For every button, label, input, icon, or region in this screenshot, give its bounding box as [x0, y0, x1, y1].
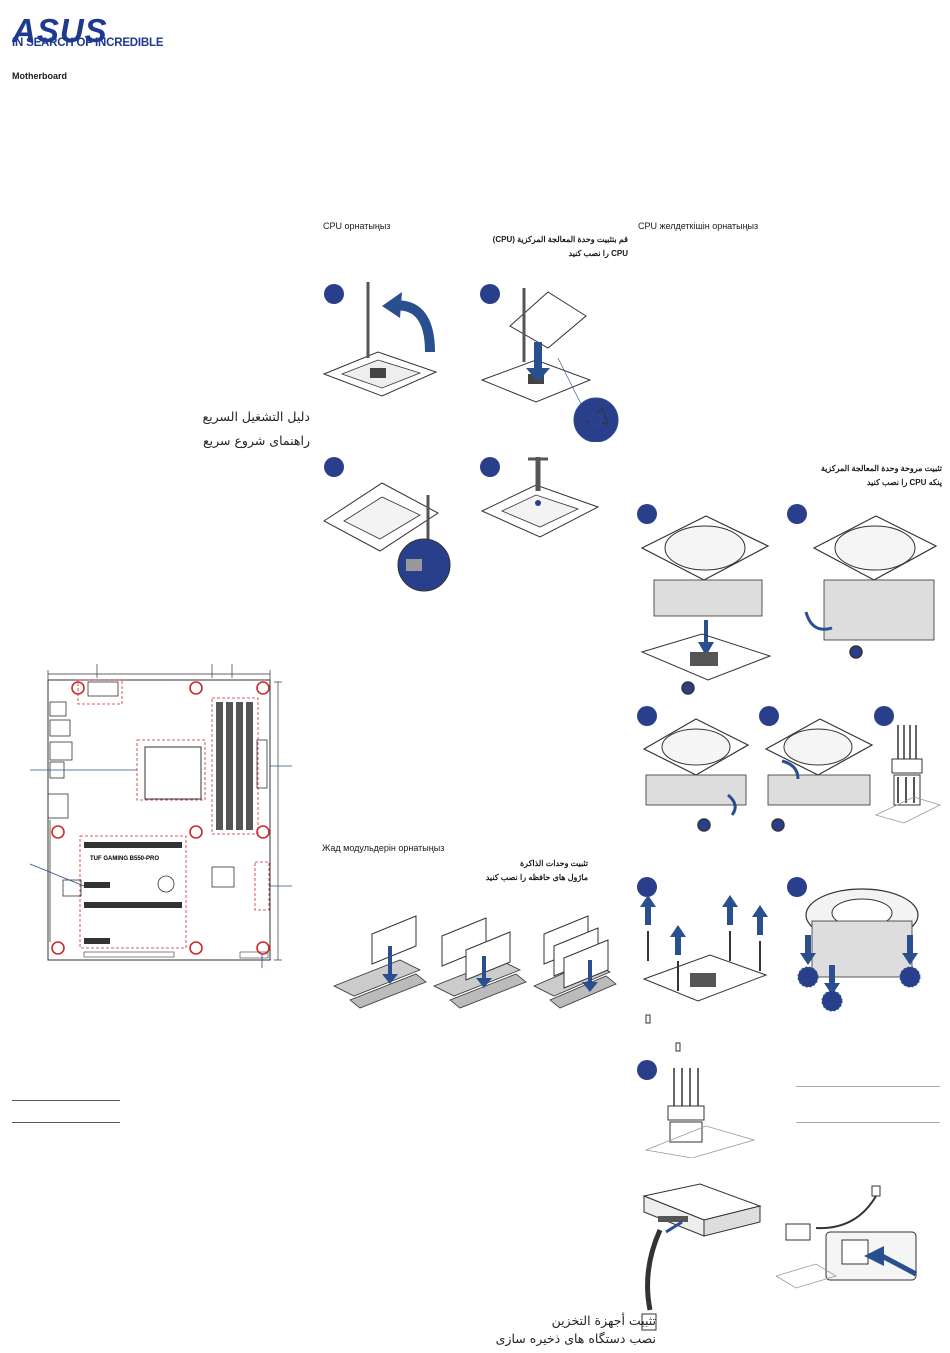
- cpu-step-4-illustration: [480, 457, 600, 538]
- quick-guide-arabic: دليل التشغيل السريع: [202, 409, 311, 424]
- asus-logo: ASUS: [12, 12, 108, 49]
- cooler-title-kazakh: CPU желдеткішін орнатыңыз: [638, 221, 759, 231]
- cooler-alt-step-1-illustration: [637, 877, 768, 1052]
- cooler-note-rule-1: [796, 1086, 940, 1087]
- cooler-title-persian: پنکه CPU را نصب کنید: [866, 478, 942, 487]
- cpu-step-1-illustration: [322, 282, 438, 397]
- memory-install-3-illustration: [533, 915, 617, 1009]
- cpu-step-2-illustration: [480, 284, 619, 442]
- cooler-alt-step-3-illustration: [637, 1060, 756, 1158]
- cpu-title-persian: CPU را نصب کنید: [568, 249, 629, 258]
- storage-drive-illustration: [641, 1183, 762, 1331]
- note-rule-2: [12, 1122, 120, 1123]
- memory-install-2-illustration: [433, 917, 527, 1009]
- memory-title-arabic: تثبيت وحدات الذاكرة: [519, 859, 588, 868]
- memory-title-kazakh: Жад модульдерін орнатыңыз: [322, 843, 445, 853]
- cpu-step-3-illustration: [323, 457, 451, 592]
- svg-text:ASUS: ASUS: [12, 12, 108, 49]
- cooler-note-rule-2: [796, 1122, 940, 1123]
- product-type: Motherboard: [12, 71, 67, 81]
- storage-title-persian: نصب دستگاه های ذخیره سازی: [495, 1331, 656, 1346]
- memory-install-1-illustration: [333, 915, 427, 1009]
- cooler-alt-step-2-illustration: [787, 877, 921, 1012]
- storage-cable-illustration: [776, 1185, 918, 1289]
- cooler-title-arabic: تثبيت مروحة وحدة المعالجة المركزية: [820, 464, 942, 473]
- brand-tagline: IN SEARCH OF INCREDIBLE: [12, 37, 164, 49]
- cooler-step-2-illustration: [787, 504, 938, 659]
- memory-title-persian: ماژول های حافظه را نصب کنید: [485, 873, 588, 882]
- cpu-title-arabic: قم بتثبيت وحدة المعالجة المركزية (CPU): [492, 235, 628, 244]
- note-rule-1: [12, 1100, 120, 1101]
- cooler-step-3-illustration: [637, 706, 750, 832]
- svg-text:TUF GAMING B550-PRO: TUF GAMING B550-PRO: [90, 856, 159, 862]
- storage-title-arabic: تثبيت أجهزة التخزين: [551, 1313, 656, 1328]
- cooler-step-4-illustration: [759, 706, 874, 832]
- quick-guide-persian: راهنمای شروع سریع: [202, 433, 310, 448]
- motherboard-layout-diagram: TUF GAMING B550-PRO: [29, 664, 292, 968]
- cooler-step-1-illustration: [637, 504, 772, 695]
- cpu-title-kazakh: CPU орнатыңыз: [323, 221, 391, 231]
- cooler-step-5-illustration: [874, 706, 942, 824]
